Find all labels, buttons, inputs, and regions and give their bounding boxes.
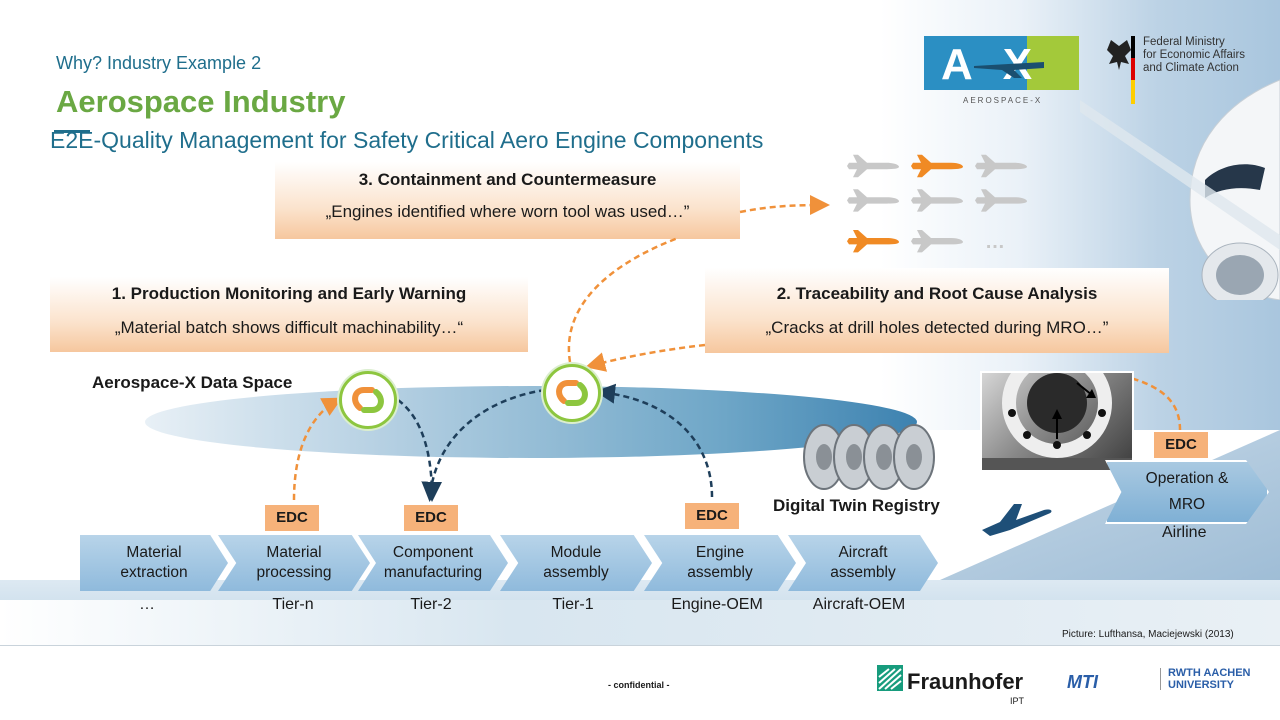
operation-label-1: Operation & [1145, 470, 1229, 487]
aerox-logo-subtitle: AEROSPACE-X [963, 96, 1043, 105]
fraunhofer-unit: IPT [1010, 696, 1025, 706]
arrow-processing-to-node [292, 397, 343, 501]
picture-credit: Picture: Lufthansa, Maciejewski (2013) [1062, 629, 1234, 640]
gear-discs-icon [803, 424, 935, 490]
arrow-node2-to-containment [567, 236, 679, 363]
fleet-planes: … [847, 154, 1027, 253]
step-label: Module assembly [543, 544, 609, 581]
callout-quote: „Cracks at drill holes detected during M… [765, 318, 1109, 337]
ministry-line-3: and Climate Action [1143, 62, 1239, 74]
tier-label: Tier-2 [410, 596, 452, 613]
tier-label: Tier-1 [552, 596, 594, 613]
callout-quote: „Engines identified where worn tool was … [325, 202, 690, 221]
data-space-label: Aerospace-X Data Space [92, 373, 293, 392]
drill-holes-icon [982, 373, 1132, 470]
callout-heading: 3. Containment and Countermeasure [358, 170, 657, 189]
edc-badge: EDC [1154, 432, 1208, 458]
data-space-node-1[interactable] [339, 371, 397, 429]
step-module-assembly[interactable]: Module assembly [500, 535, 652, 591]
step-label: Component manufacturing [383, 544, 483, 581]
step-label: Aircraft assembly [830, 544, 896, 581]
arrow-engine-to-node2 [595, 383, 714, 498]
data-space-node-2[interactable] [543, 364, 601, 422]
step-material-extraction[interactable]: Material extraction [80, 535, 228, 591]
ministry-line-1: Federal Ministry [1143, 36, 1225, 48]
footer-divider [0, 645, 1280, 646]
tier-label: Engine-OEM [671, 596, 763, 613]
callout-containment: 3. Containment and Countermeasure „Engin… [275, 162, 740, 239]
callout-monitoring: 1. Production Monitoring and Early Warni… [50, 277, 528, 352]
aerospace-x-logo: AX [924, 36, 1079, 90]
fleet-more-text: … [985, 231, 1005, 253]
inspection-photo [980, 371, 1134, 472]
bottom-band-fade [0, 600, 1280, 645]
page-headline: E2E-Quality Management for Safety Critic… [50, 127, 764, 153]
step-aircraft-assembly[interactable]: Aircraft assembly [788, 535, 938, 591]
operation-mro-step[interactable]: Operation & MRO [1105, 460, 1269, 524]
edc-badge: EDC [404, 505, 458, 531]
tier-label: Aircraft-OEM [812, 596, 906, 613]
federal-eagle-icon [1107, 36, 1135, 104]
confidential-label: - confidential - [608, 680, 670, 690]
step-component-manufacturing[interactable]: Component manufacturing [358, 535, 508, 591]
arrow-containment-to-fleet [739, 195, 830, 216]
tier-label: Tier-n [272, 596, 314, 613]
section-subtitle: Why? Industry Example 2 [56, 53, 262, 73]
callout-heading: 2. Traceability and Root Cause Analysis [776, 284, 1098, 303]
arrow-traceability-to-node2 [585, 343, 706, 372]
digital-twin-registry-label: Digital Twin Registry [773, 496, 940, 515]
operation-tier: Airline [1162, 524, 1207, 541]
page-title: Aerospace Industry [56, 84, 346, 119]
ministry-line-2: for Economic Affairs [1143, 49, 1246, 61]
callout-heading: 1. Production Monitoring and Early Warni… [111, 284, 467, 303]
arrow-node-to-component [397, 398, 442, 502]
callout-traceability: 2. Traceability and Root Cause Analysis … [705, 268, 1169, 353]
data-space-ellipse [145, 386, 917, 458]
edc-badge: EDC [685, 503, 739, 529]
operation-label-2: MRO [1168, 496, 1206, 513]
step-engine-assembly[interactable]: Engine assembly [644, 535, 796, 591]
step-label: Material processing [256, 544, 332, 581]
connector-icon [352, 387, 384, 413]
title-underline [54, 130, 90, 133]
aircraft-nose-icon [1080, 79, 1280, 300]
logo-plane-icon [974, 62, 1044, 78]
fraunhofer-logo-text: Fraunhofer [907, 669, 1024, 694]
fraunhofer-logo-icon [877, 665, 903, 691]
ministry-logo-text: Federal Ministry for Economic Affairs an… [1143, 36, 1245, 75]
rwth-logo: RWTH AACHEN UNIVERSITY [1168, 667, 1251, 691]
edc-badge: EDC [265, 505, 319, 531]
mti-logo: MTI [1067, 672, 1098, 692]
step-label: Engine assembly [687, 544, 753, 581]
tier-label: … [139, 596, 155, 613]
connector-icon [556, 380, 588, 406]
arrow-node2-to-component [421, 388, 546, 502]
airplane-icon [982, 504, 1052, 536]
step-label: Material extraction [120, 544, 188, 581]
step-material-processing[interactable]: Material processing [218, 535, 370, 591]
logo-divider [1160, 668, 1161, 690]
callout-quote: „Material batch shows difficult machinab… [114, 318, 464, 337]
